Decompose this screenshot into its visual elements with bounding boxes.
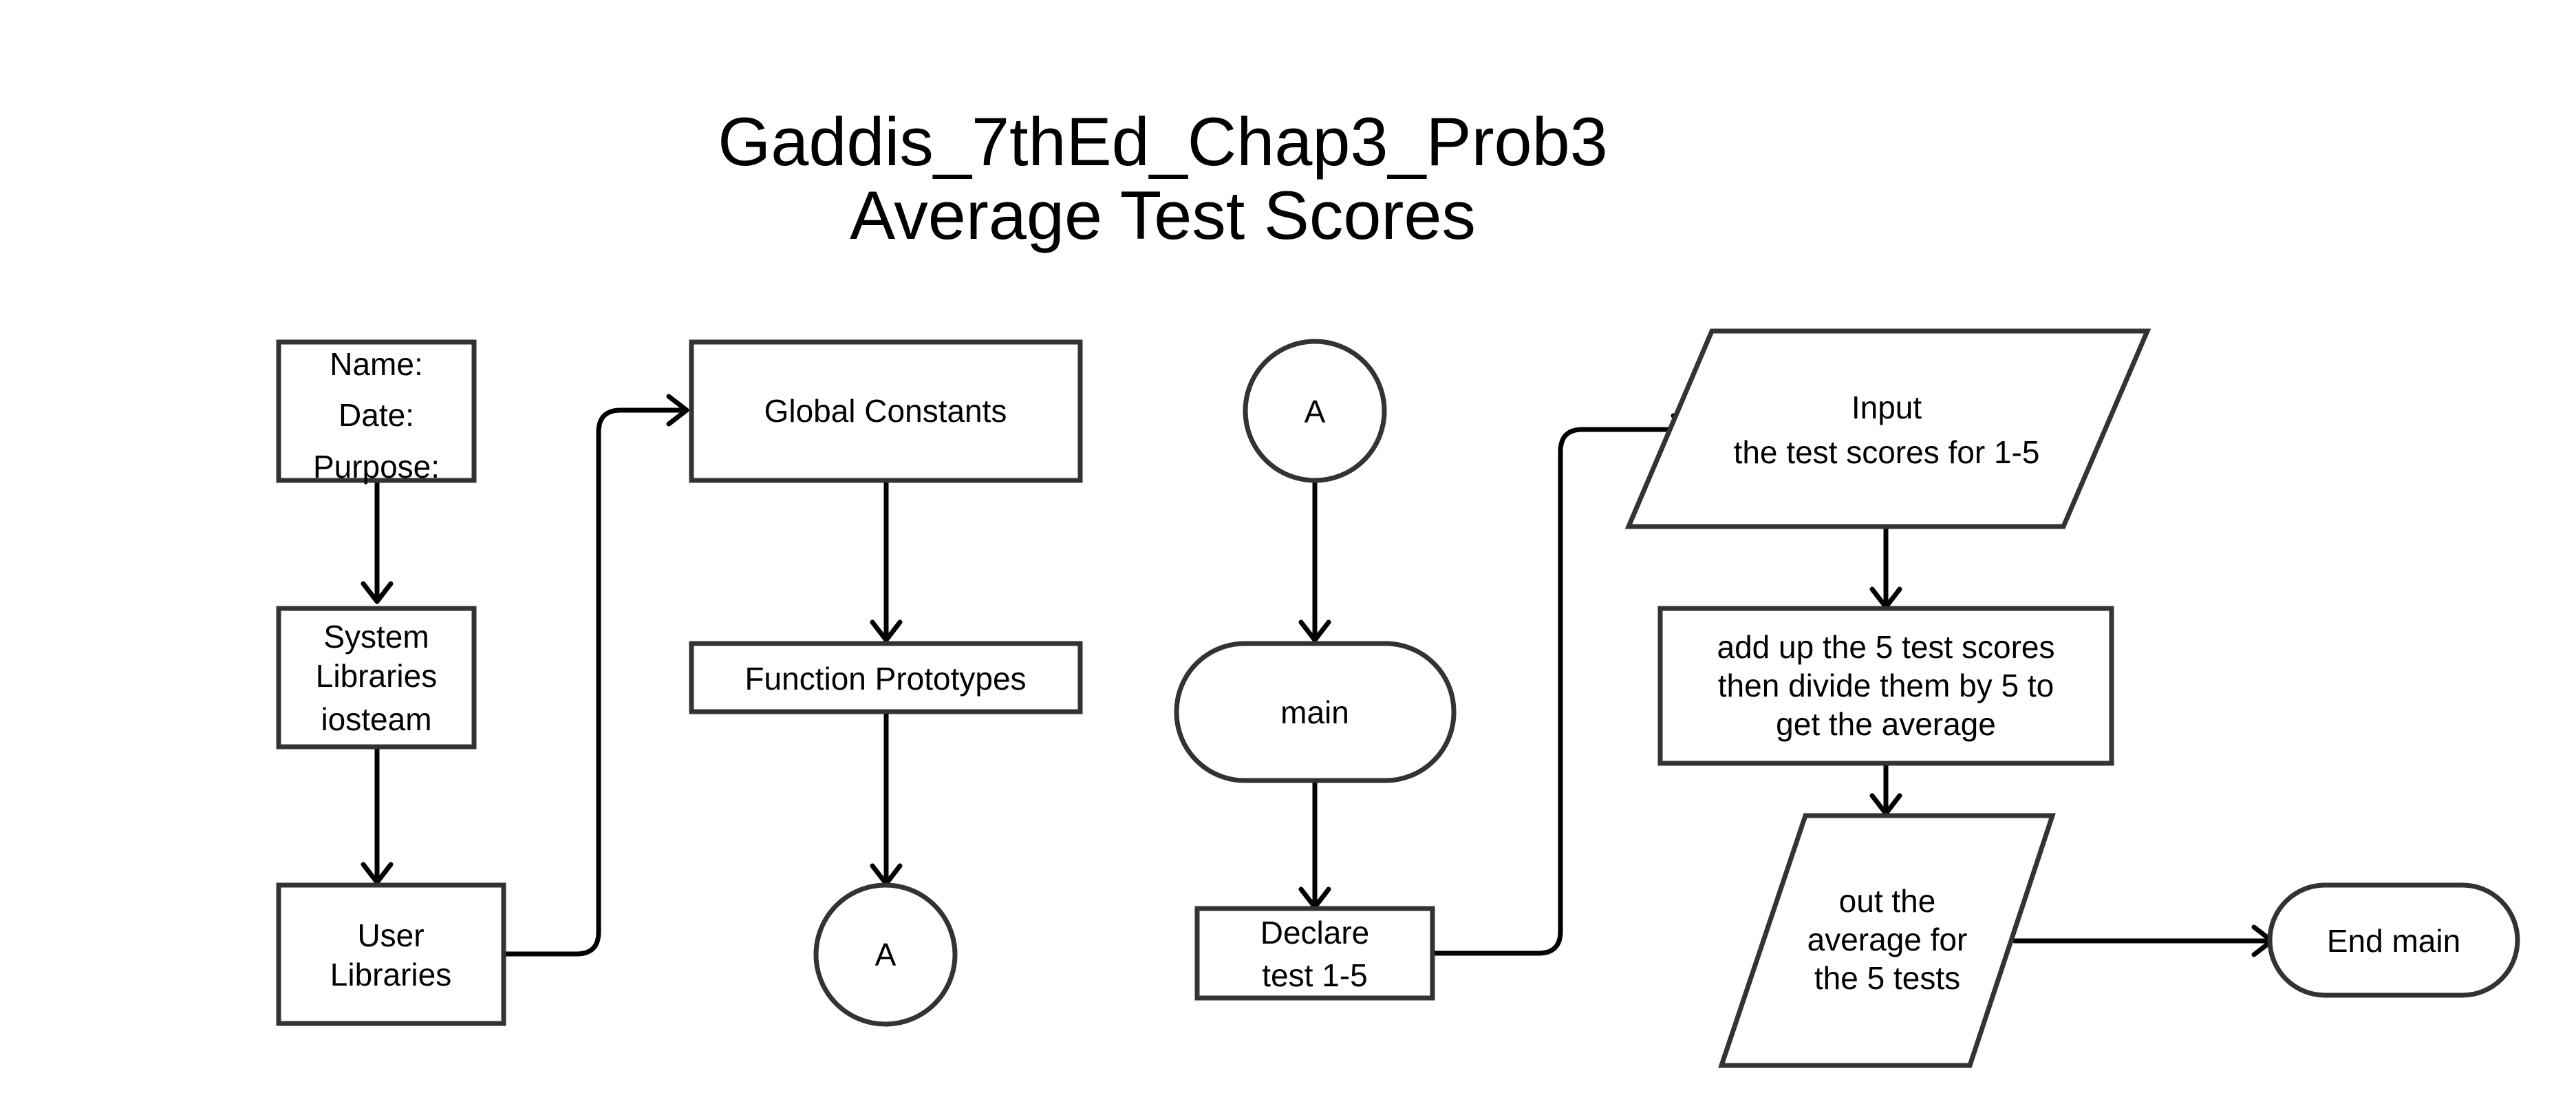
node-process: add up the 5 test scores then divide the… — [1657, 606, 2114, 766]
input-label-1: Input — [1852, 390, 1922, 425]
connector-out-label: A — [875, 937, 897, 973]
edge-user-libraries-to-global-constants — [503, 407, 688, 957]
header-date-label: Date: — [339, 397, 414, 433]
function-prototypes-box — [689, 641, 1083, 714]
node-function-prototypes: Function Prototypes — [689, 641, 1083, 714]
connector-in-label: A — [1305, 394, 1326, 429]
system-libraries-label-2: Libraries — [316, 658, 437, 694]
declare-label-2: test 1-5 — [1262, 957, 1367, 993]
edge-declare-to-input — [1430, 427, 1693, 956]
user-libraries-label-2: Libraries — [330, 957, 451, 992]
user-libraries-label-1: User — [357, 917, 424, 953]
main-terminator — [1174, 641, 1457, 783]
diagram-title-line-2: Average Test Scores — [850, 177, 1476, 253]
input-parallelogram — [1624, 328, 2151, 529]
input-label-2: the test scores for 1-5 — [1734, 434, 2040, 470]
user-libraries-box — [276, 882, 506, 1026]
global-constants-box — [689, 339, 1083, 483]
output-parallelogram — [1718, 813, 2056, 1068]
output-label-2: average for — [1807, 922, 1968, 957]
process-label-3: get the average — [1776, 706, 1996, 742]
header-purpose-label: Purpose: — [313, 449, 440, 485]
declare-label-1: Declare — [1260, 915, 1370, 951]
node-system-libraries: System Libraries iosteam — [276, 606, 477, 750]
declare-box — [1194, 906, 1435, 1001]
process-label-2: then divide them by 5 to — [1718, 668, 2054, 703]
arrowhead-global-constants — [666, 394, 689, 427]
diagram-title-line-1: Gaddis_7thEd_Chap3_Prob3 — [718, 103, 1607, 180]
output-label-1: out the — [1839, 883, 1936, 919]
node-global-constants: Global Constants — [689, 339, 1083, 483]
output-label-3: the 5 tests — [1814, 960, 1960, 996]
node-connector-out: A — [813, 882, 958, 1027]
system-libraries-label-3: iosteam — [321, 701, 431, 737]
process-box — [1657, 606, 2114, 766]
node-header: Name: Date: Purpose: — [276, 339, 477, 485]
main-label: main — [1280, 694, 1349, 730]
system-libraries-box — [276, 606, 477, 750]
node-main: main — [1174, 641, 1457, 783]
arrowhead-function-prototypes — [870, 619, 903, 643]
end-main-terminator — [2267, 882, 2520, 998]
node-connector-in: A — [1243, 339, 1387, 483]
header-name-label: Name: — [330, 346, 422, 382]
connector-out-circle — [813, 882, 958, 1027]
node-input: Input the test scores for 1-5 — [1624, 328, 2151, 529]
node-output: out the average for the 5 tests — [1718, 813, 2056, 1068]
arrowhead-user-libraries — [361, 862, 394, 885]
node-end-main: End main — [2267, 882, 2520, 998]
system-libraries-label-1: System — [323, 619, 429, 655]
end-main-label: End main — [2327, 923, 2460, 959]
connector-in-circle — [1243, 339, 1387, 483]
process-label-1: add up the 5 test scores — [1717, 629, 2055, 665]
global-constants-label: Global Constants — [764, 393, 1007, 429]
node-declare: Declare test 1-5 — [1194, 906, 1435, 1001]
header-box — [276, 339, 477, 483]
arrowhead-main — [1298, 619, 1331, 643]
arrowhead-system-libraries — [361, 581, 394, 604]
node-user-libraries: User Libraries — [276, 882, 506, 1026]
function-prototypes-label: Function Prototypes — [744, 661, 1026, 697]
